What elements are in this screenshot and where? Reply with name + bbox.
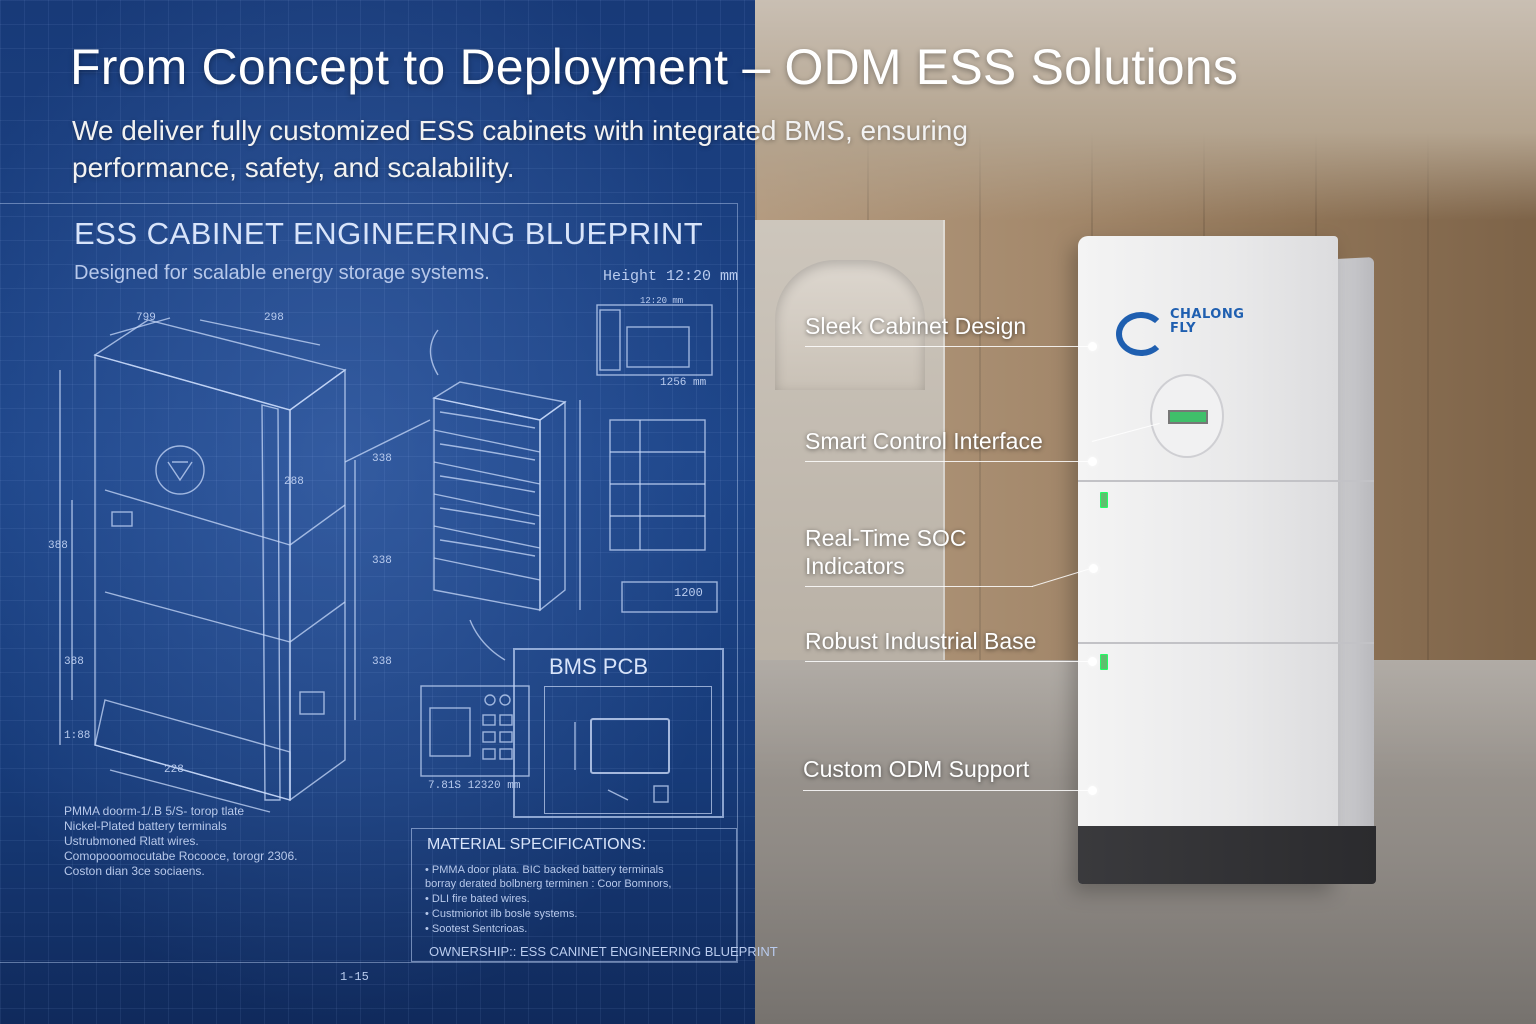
callout-dot — [1088, 786, 1097, 795]
blueprint-frame — [0, 203, 738, 963]
brand-line-2: FLY — [1170, 321, 1197, 336]
callout-cabinet-design: Sleek Cabinet Design — [805, 313, 1027, 339]
spec-line: borray derated bolbnerg terminen : Coor … — [425, 878, 672, 890]
soc-indicator-icon — [1100, 654, 1108, 670]
module-stack-sketch — [344, 329, 581, 661]
callout-control-interface: Smart Control Interface — [805, 428, 1043, 454]
material-specs-title: MATERIAL SPECIFICATIONS: — [427, 836, 647, 853]
callout-line — [805, 661, 1093, 662]
callout-line — [805, 461, 1093, 462]
note-line: PMMA doorm-1/.B 5/S- torop tlate — [64, 804, 245, 818]
blueprint-panel — [0, 0, 755, 1024]
dim-label: 12:20 mm — [640, 296, 684, 306]
callout-dot — [1088, 657, 1097, 666]
height-label: Height 12:20 mm — [603, 268, 739, 285]
niche-arch — [775, 260, 925, 390]
cabinet-base — [1078, 826, 1376, 884]
spec-line: • Sootest Sentcrioas. — [425, 923, 528, 935]
callout-line — [805, 346, 1093, 347]
dim-label: 388 — [48, 540, 68, 552]
page-number: 1-15 — [340, 970, 369, 984]
cabinet-side — [1336, 257, 1374, 883]
note-line: Coston dian 3ce sociaens. — [64, 864, 205, 878]
dim-label: 338 — [372, 656, 392, 668]
callout-dot — [1088, 342, 1097, 351]
spec-line: • Custmioriot ilb bosle systems. — [425, 908, 578, 920]
callout-dot — [1089, 564, 1098, 573]
callout-industrial-base: Robust Industrial Base — [805, 628, 1037, 654]
dim-label: 1:88 — [64, 730, 91, 742]
bms-title: BMS PCB — [549, 654, 649, 679]
dim-label: 799 — [136, 312, 156, 324]
blueprint-subtitle: Designed for scalable energy storage sys… — [74, 262, 490, 284]
ownership-line: OWNERSHIP:: ESS CANINET ENGINEERING BLUE… — [429, 944, 778, 959]
dim-label: 288 — [284, 476, 304, 488]
cabinet-seam-lower — [1078, 642, 1374, 644]
cabinet-sketch — [59, 317, 356, 813]
material-specs-box — [411, 828, 737, 962]
callout-dot — [1088, 457, 1097, 466]
bms-pcb-outline — [544, 686, 712, 814]
cabinet-seam-upper — [1078, 480, 1374, 482]
page-title: From Concept to Deployment – ODM ESS Sol… — [70, 39, 1239, 95]
spec-line: • DLI fire bated wires. — [425, 893, 530, 905]
ceiling — [755, 0, 1536, 220]
pcb-dim-label: 7.81S 12320 mm — [428, 780, 521, 792]
dim-label: 388 — [64, 656, 84, 668]
note-line: Comopooomocutabe Rocooce, torogr 2306. — [64, 849, 298, 863]
brand-line-1: CHALONG — [1170, 307, 1245, 322]
bms-pcb-box — [513, 648, 724, 818]
note-line: Nickel-Plated battery terminals — [64, 819, 227, 833]
callout-line — [805, 586, 1033, 587]
notes-list: PMMA doorm-1/.B 5/S- torop tlate Nickel-… — [64, 804, 297, 879]
lcd-screen-icon — [1168, 410, 1208, 424]
blueprint-drawing — [59, 304, 718, 813]
callout-odm-support: Custom ODM Support — [803, 756, 1030, 782]
bms-pcb-chip-icon — [590, 718, 670, 774]
brand-logo-icon — [1116, 312, 1166, 356]
callout-soc-indicators: Real-Time SOC Indicators — [805, 525, 967, 579]
dim-label: 228 — [164, 764, 184, 776]
spec-line: • PMMA door plata. BIC backed battery te… — [425, 864, 664, 876]
blueprint-title: ESS CABINET ENGINEERING BLUEPRINT — [74, 216, 704, 251]
dim-label: 338 — [372, 555, 392, 567]
dim-label: 338 — [372, 453, 392, 465]
page-subtitle: We deliver fully customized ESS cabinets… — [72, 115, 968, 183]
brand-logo: CHALONG FLY — [1170, 308, 1244, 336]
ess-cabinet: CHALONG FLY — [1078, 236, 1376, 884]
callout-line — [803, 790, 1093, 791]
note-line: Ustrubmoned Rlatt wires. — [64, 834, 199, 848]
dim-label: 1256 mm — [660, 377, 707, 389]
soc-indicator-icon — [1100, 492, 1108, 508]
dim-label: 298 — [264, 312, 284, 324]
dim-label: 1200 — [674, 586, 703, 600]
